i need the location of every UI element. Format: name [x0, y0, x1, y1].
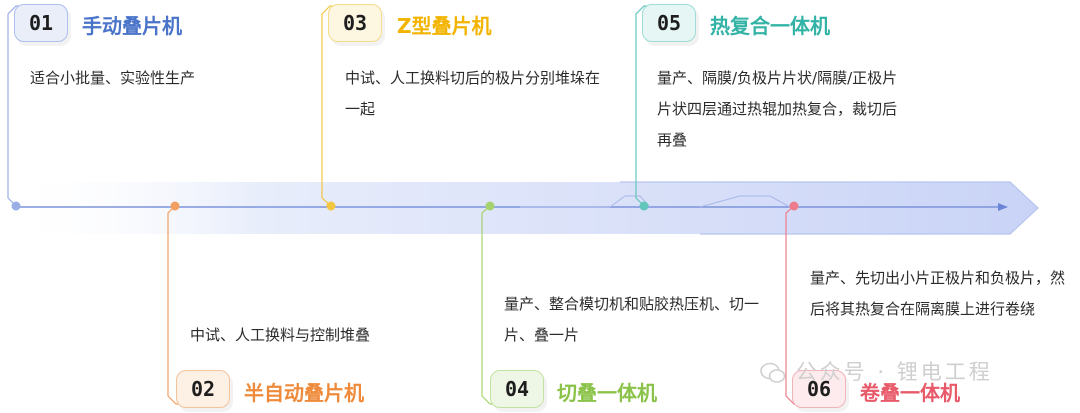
timeline-arrowhead — [998, 203, 1008, 211]
step-number: 06 — [806, 377, 832, 401]
step-number: 03 — [342, 11, 368, 35]
timeline-band-outline — [620, 181, 1039, 235]
step-desc-02: 中试、人工换料与控制堆叠 — [190, 326, 371, 344]
step-badge-02: 02 — [176, 370, 230, 408]
wechat-icon — [760, 362, 786, 384]
timeline-dot-04 — [485, 201, 495, 211]
step-desc-05: 量产、隔膜/负极片片状/隔膜/正极片片状四层通过热辊加热复合，裁切后再叠 — [657, 69, 898, 149]
step-badge-03: 03 — [328, 4, 382, 42]
step-title-03: Z型叠片机 — [397, 14, 492, 38]
watermark-text: 公众号 · 锂电工程 — [795, 360, 993, 384]
step-badge-06: 06 — [792, 370, 846, 408]
timeline-decor-line — [699, 195, 791, 208]
timeline-dot-01 — [11, 201, 21, 211]
step-title-02: 半自动叠片机 — [244, 381, 364, 405]
timeline-dot-02 — [170, 201, 180, 211]
step-number: 02 — [190, 377, 216, 401]
timeline-dot-03 — [326, 201, 336, 211]
step-badge-05: 05 — [642, 4, 696, 42]
step-badge-04: 04 — [490, 370, 544, 408]
timeline-band — [0, 182, 1038, 234]
step-desc-01: 适合小批量、实验性生产 — [30, 69, 196, 87]
step-desc-04: 量产、整合模切机和贴胶热压机、切一片、叠一片 — [504, 295, 760, 344]
step-title-04: 切叠一体机 — [557, 381, 657, 405]
timeline-dot-05 — [639, 201, 649, 211]
step-title-01: 手动叠片机 — [82, 14, 182, 38]
step-number: 01 — [28, 11, 54, 35]
step-title-05: 热复合一体机 — [710, 14, 830, 38]
step-desc-06: 量产、先切出小片正极片和负极片，然后将其热复合在隔离膜上进行卷绕 — [810, 269, 1066, 318]
step-desc-03: 中试、人工换料切后的极片分别堆垛在一起 — [345, 69, 601, 118]
timeline-dot-06 — [789, 201, 799, 211]
step-number: 04 — [504, 377, 530, 401]
watermark: 公众号 · 锂电工程 — [760, 356, 993, 386]
step-number: 05 — [656, 11, 682, 35]
timeline-decor-line — [520, 195, 651, 208]
step-title-06: 卷叠一体机 — [860, 381, 960, 405]
step-badge-01: 01 — [14, 4, 68, 42]
